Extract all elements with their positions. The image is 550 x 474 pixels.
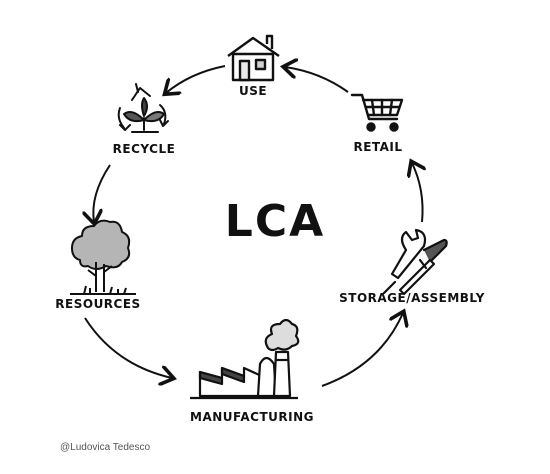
arrow-storage-to-retail — [412, 163, 423, 223]
stage-label-resources: RESOURCES — [55, 297, 141, 311]
house-icon — [227, 34, 280, 82]
stage-label-recycle: RECYCLE — [112, 142, 176, 156]
recycle-icon — [117, 83, 169, 133]
tools-icon — [382, 228, 448, 296]
arrow-manufacturing-to-storage — [321, 313, 403, 387]
tree-icon — [70, 219, 136, 295]
diagram-title: LCA — [224, 196, 326, 247]
stage-label-storage-assembly: STORAGE/ASSEMBLY — [339, 291, 485, 305]
shopping-cart-icon — [350, 93, 404, 132]
arrow-retail-to-use — [285, 67, 349, 93]
stage-label-use: USE — [238, 84, 268, 98]
arrow-recycle-to-resources — [93, 164, 111, 222]
stage-label-manufacturing: MANUFACTURING — [190, 410, 314, 424]
image-credit: @Ludovica Tedesco — [60, 442, 151, 453]
arrow-use-to-recycle — [166, 65, 226, 93]
factory-icon — [190, 318, 300, 400]
arrow-resources-to-manufacturing — [84, 317, 172, 378]
stage-label-retail: RETAIL — [353, 140, 403, 154]
